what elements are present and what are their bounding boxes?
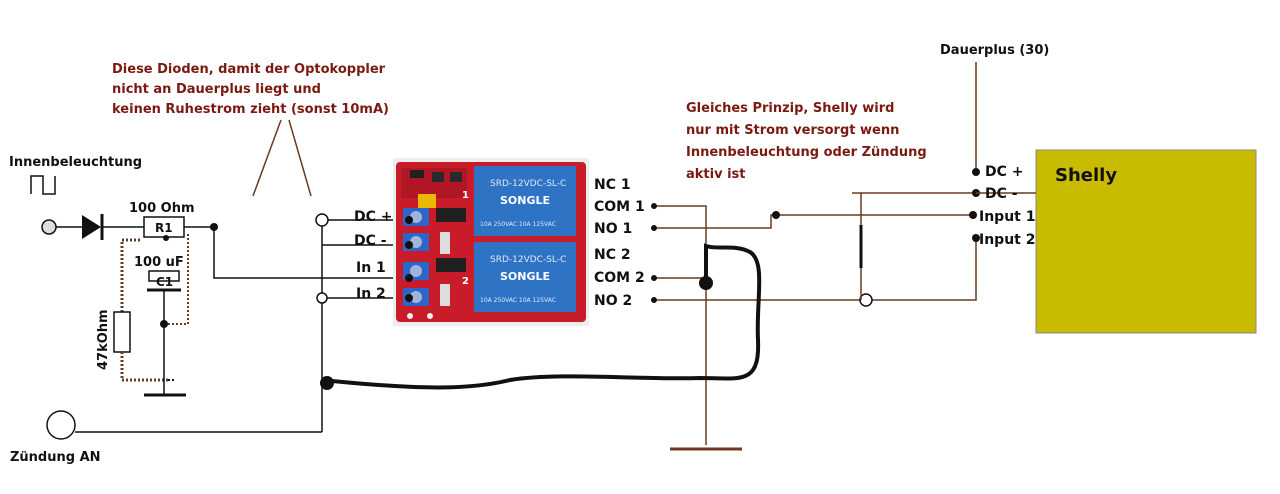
relay-pin-com2: COM 2	[594, 270, 645, 286]
shelly-pin-dots	[969, 168, 980, 242]
interior-light-label: Innenbeleuchtung	[9, 155, 142, 170]
diodes-note-line-3: keinen Ruhestrom zieht (sonst 10mA)	[112, 102, 389, 117]
relay1-index: 1	[462, 190, 469, 201]
diode-node-in2	[316, 292, 328, 304]
r1-value-label: 100 Ohm	[129, 201, 195, 216]
shelly-note-line-3: Innenbeleuchtung oder Zündung	[686, 145, 927, 160]
shelly-title: Shelly	[1055, 165, 1117, 186]
c1-name-label: C1	[156, 275, 173, 289]
relay-board: SRD-12VDC-SL-C SONGLE 10A 250VAC 10A 125…	[393, 158, 589, 326]
pulse-icon	[30, 175, 56, 195]
relay-pin-no1: NO 1	[594, 221, 632, 237]
shelly-pin-dc-minus: DC -	[985, 186, 1018, 202]
relay2-model-text: SRD-12VDC-SL-C	[490, 255, 566, 265]
r1-name-label: R1	[155, 221, 173, 235]
relay-pin-no2: NO 2	[594, 293, 632, 309]
shelly-note-line-1: Gleiches Prinzip, Shelly wird	[686, 101, 894, 116]
shelly-pin-input2: Input 2	[979, 232, 1035, 248]
shelly-note: Gleiches Prinzip, Shelly wird nur mit St…	[686, 101, 927, 182]
relay-left-terminal-dots	[405, 216, 413, 302]
ignition-terminal	[46, 410, 76, 440]
ignition-wire	[321, 243, 762, 390]
r2-resistor	[113, 311, 131, 353]
permanent-plus-label: Dauerplus (30)	[940, 43, 1049, 58]
diodes-note-pointers	[252, 119, 312, 197]
shelly-device: Shelly	[1035, 149, 1257, 334]
relay1-rating-text: 10A 250VAC 10A 125VAC	[480, 221, 556, 228]
shelly-note-line-2: nur mit Strom versorgt wenn	[686, 123, 899, 138]
interior-light-terminal	[41, 219, 57, 235]
diodes-note-line-2: nicht an Dauerplus liegt und	[112, 82, 321, 97]
relay2-brand-text: SONGLE	[500, 270, 550, 283]
ignition-label: Zündung AN	[10, 450, 101, 465]
relay-pin-dc-plus: DC +	[354, 209, 393, 225]
relay-pin-nc2: NC 2	[594, 247, 631, 263]
relay2-index: 2	[462, 276, 469, 287]
r2-value-label: 47kOhm	[96, 309, 111, 370]
c1-value-label: 100 uF	[134, 255, 184, 270]
diodes-note-line-1: Diese Dioden, damit der Optokoppler	[112, 62, 386, 77]
relay-pin-nc1: NC 1	[594, 177, 631, 193]
relay-pin-com1: COM 1	[594, 199, 645, 215]
relay-pin-in2: In 2	[356, 286, 386, 302]
shelly-pin-input1: Input 1	[979, 209, 1035, 225]
relay1-model-text: SRD-12VDC-SL-C	[490, 179, 566, 189]
relay1-brand-text: SONGLE	[500, 194, 550, 207]
relay-pin-in1: In 1	[356, 260, 386, 276]
relay-right-terminal-dots	[651, 203, 657, 303]
diode-node-dc-plus	[315, 213, 329, 227]
relay2-rating-text: 10A 250VAC 10A 125VAC	[480, 297, 556, 304]
diode-symbol	[82, 214, 104, 240]
diodes-note: Diese Dioden, damit der Optokoppler nich…	[112, 62, 389, 117]
shelly-pin-dc-plus: DC +	[985, 164, 1024, 180]
relay-pin-dc-minus: DC -	[354, 233, 387, 249]
shelly-note-line-4: aktiv ist	[686, 167, 746, 182]
